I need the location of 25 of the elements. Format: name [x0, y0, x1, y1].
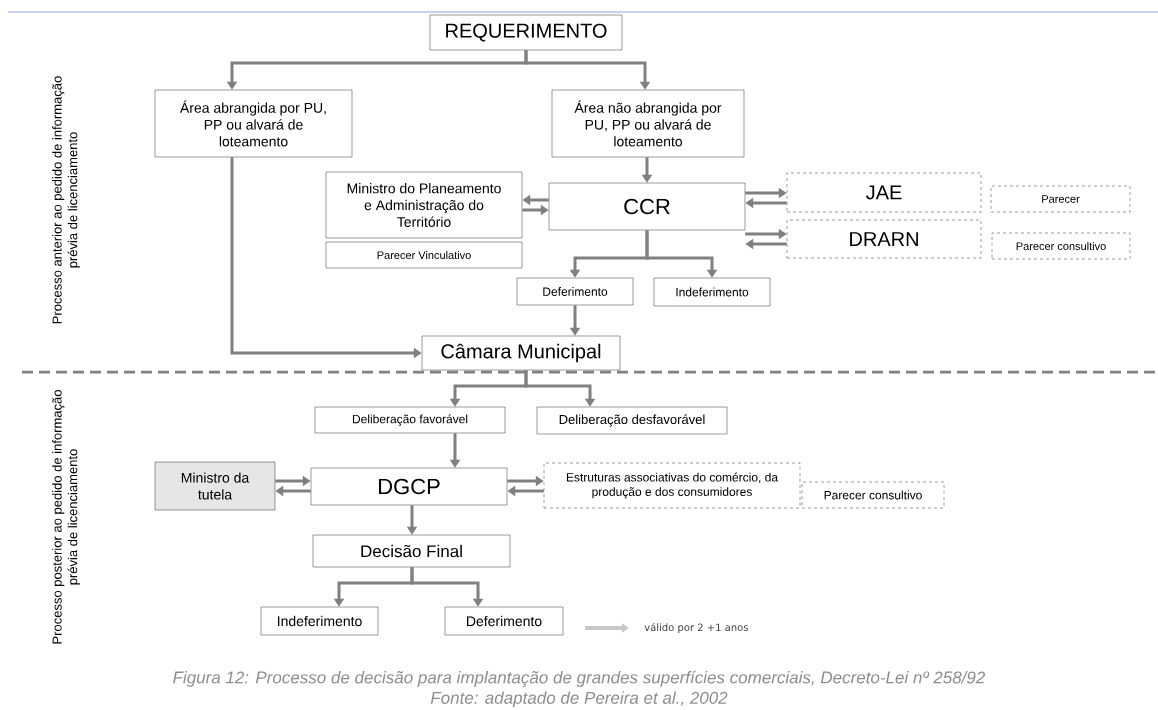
dashed-box: DRARN [786, 219, 982, 259]
process-box: Deferimento [516, 277, 634, 306]
process-box: CCR [548, 182, 746, 231]
caption: Figura 12: Processo de decisão para implantação de grandes superfícies comerciais, Decreto-Lei nº 258/92 Fonte: adaptado de Pereira et al., 2002 [173, 670, 986, 708]
process-box: REQUERIMENTO [429, 14, 623, 51]
process-box: Deliberação desfavorável [536, 406, 728, 435]
process-box: Decisão Final [312, 534, 511, 568]
legend-label: válido por 2 +1 anos [644, 622, 748, 634]
process-box: Câmara Municipal [421, 335, 621, 371]
shaded-box: Ministro da tutela [154, 461, 276, 511]
dashed-box: Parecer consultivo [801, 481, 945, 509]
process-box: DGCP [310, 467, 508, 506]
dashed-box: Parecer [990, 185, 1131, 213]
dashed-box: JAE [786, 172, 982, 213]
process-box: Parecer Vinculativo [325, 241, 523, 269]
side-label: Processo posterior ao pedido de informação prévia de licenciamento [52, 390, 80, 644]
process-box: Área abrangida por PU, PP ou alvará de loteamento [154, 89, 353, 158]
process-box: Deferimento [444, 606, 564, 636]
process-box: Área não abrangida por PU, PP ou alvará de loteamento [551, 89, 745, 158]
process-box: Ministro do Planeamento e Administração do Território [325, 171, 523, 239]
process-box: Deliberação favorável [314, 406, 506, 434]
dashed-box: Parecer consultivo [991, 232, 1131, 260]
process-box: Indeferimento [653, 277, 771, 307]
process-box: Indeferimento [260, 606, 379, 636]
side-label: Processo anterior ao pedido de informação prévia de licenciamento [52, 76, 80, 324]
